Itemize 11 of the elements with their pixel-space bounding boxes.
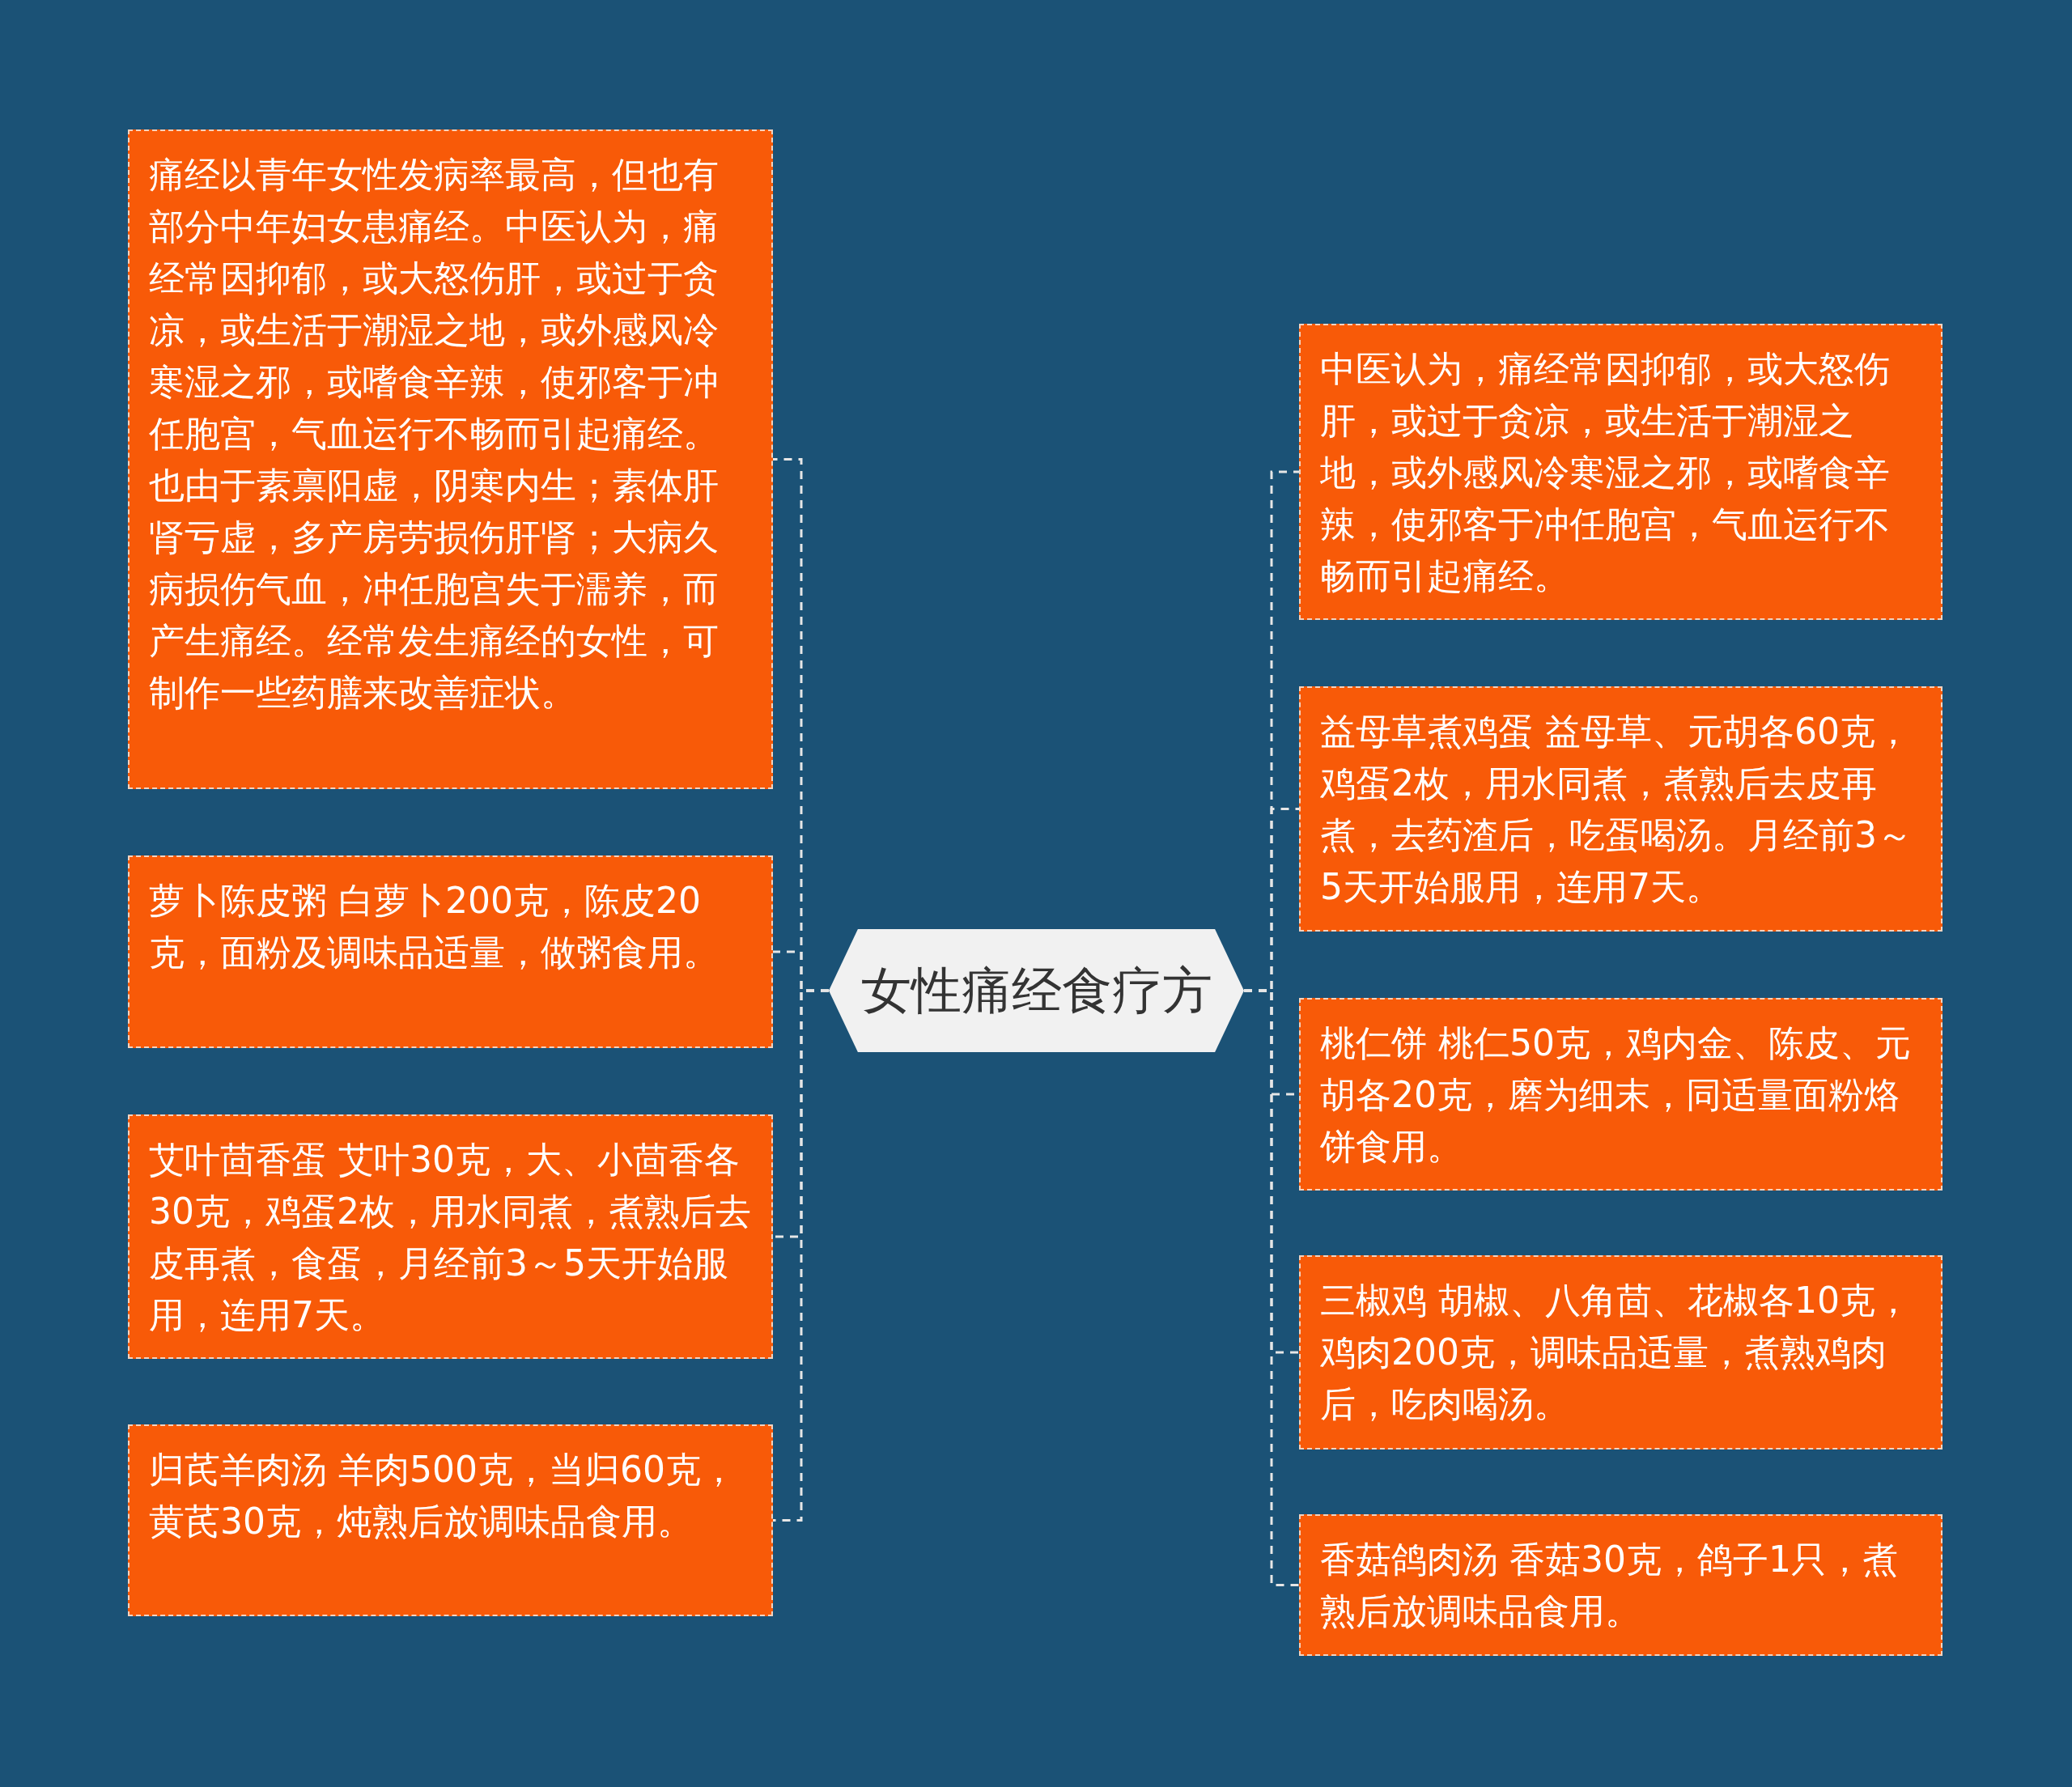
connector-line	[773, 989, 829, 1522]
text-box: 归芪羊肉汤 羊肉500克，当归60克，黄芪30克，炖熟后放调味品食用。	[128, 1424, 773, 1616]
text-box: 益母草煮鸡蛋 益母草、元胡各60克，鸡蛋2枚，用水同煮，煮熟后去皮再煮，去药渣后，吃蛋喝汤。月经前3～5天开始服用，连用7天。	[1299, 686, 1942, 932]
text-box: 痛经以青年女性发病率最高，但也有部分中年妇女患痛经。中医认为，痛经常因抑郁，或大怒伤肝，或过于贪凉，或生活于潮湿之地，或外感风冷寒湿之邪，或嗜食辛辣，使邪客于冲任胞宫，气血运行不畅而引起痛经。也由于素禀阳虚，阴寒内生；素体肝肾亏虚，多产房劳损伤肝肾；大病久病损伤气血，冲任胞宫失于濡养，而产生痛经。经常发生痛经的女性，可制作一些药膳来改善症状。	[128, 129, 773, 789]
connector-line	[1244, 989, 1299, 1586]
text-box: 萝卜陈皮粥 白萝卜200克，陈皮20克，面粉及调味品适量，做粥食用。	[128, 855, 773, 1048]
text-box: 香菇鸽肉汤 香菇30克，鸽子1只，煮熟后放调味品食用。	[1299, 1514, 1942, 1656]
text-box: 艾叶茴香蛋 艾叶30克，大、小茴香各30克，鸡蛋2枚，用水同煮，煮熟后去皮再煮，食蛋，月经前3～5天开始服用，连用7天。	[128, 1114, 773, 1359]
text-box: 桃仁饼 桃仁50克，鸡内金、陈皮、元胡各20克，磨为细末，同适量面粉烙饼食用。	[1299, 998, 1942, 1191]
text-box: 三椒鸡 胡椒、八角茴、花椒各10克，鸡肉200克，调味品适量，煮熟鸡肉后，吃肉喝汤。	[1299, 1255, 1942, 1450]
text-box: 中医认为，痛经常因抑郁，或大怒伤肝，或过于贪凉，或生活于潮湿之地，或外感风冷寒湿之邪，或嗜食辛辣，使邪客于冲任胞宫，气血运行不畅而引起痛经。	[1299, 324, 1942, 620]
